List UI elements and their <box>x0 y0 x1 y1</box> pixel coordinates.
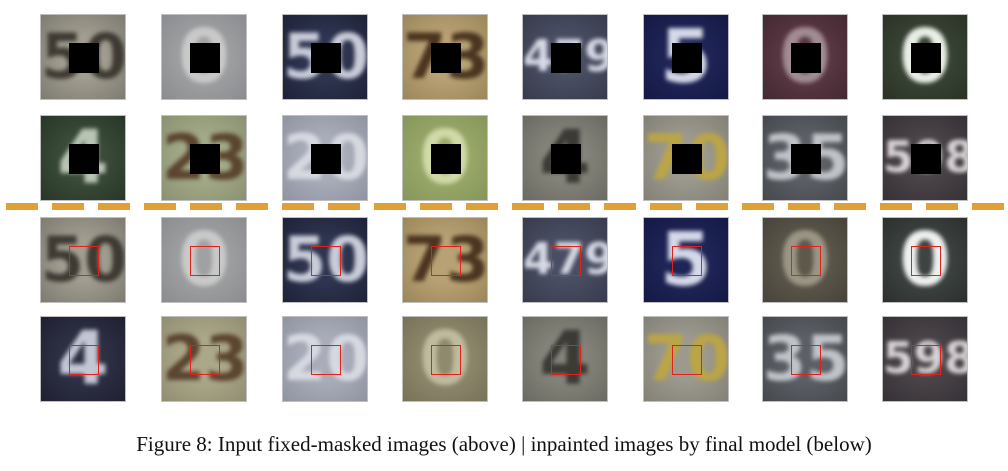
fixed-mask-square <box>69 144 99 174</box>
tile-background <box>644 317 728 401</box>
inpainted-image-tile: 4 <box>40 316 126 402</box>
inpainted-image-tile: 50 <box>282 217 368 303</box>
house-number-digits: 4 <box>57 316 109 402</box>
masked-image-tile: 4 <box>40 115 126 201</box>
inpainted-region-box <box>431 345 461 375</box>
masked-image-tile: 5 <box>643 14 729 100</box>
tile-background <box>883 317 967 401</box>
inpainted-image-tile: 0 <box>882 217 968 303</box>
masked-image-tile: 73 <box>402 14 488 100</box>
figure-caption: Figure 8: Input fixed-masked images (abo… <box>136 432 872 456</box>
fixed-mask-square <box>551 144 581 174</box>
fixed-mask-square <box>672 144 702 174</box>
masked-image-tile: 70 <box>643 115 729 201</box>
house-number-digits: 50 <box>41 223 126 296</box>
inpainted-region-box <box>672 246 702 276</box>
tile-background <box>162 317 246 401</box>
inpainted-region-box <box>791 345 821 375</box>
inpainted-image-tile: 23 <box>161 316 247 402</box>
tile-background <box>883 218 967 302</box>
inpainted-region-box <box>911 345 941 375</box>
fixed-mask-square <box>431 43 461 73</box>
fixed-mask-square <box>791 43 821 73</box>
inpainted-region-box <box>311 345 341 375</box>
inpainted-region-box <box>190 246 220 276</box>
fixed-mask-square <box>311 43 341 73</box>
fixed-mask-square <box>672 43 702 73</box>
fixed-mask-square <box>791 144 821 174</box>
house-number-digits: 0 <box>899 217 951 303</box>
masked-image-tile: 0 <box>161 14 247 100</box>
inpainted-region-box <box>69 246 99 276</box>
fixed-mask-square <box>190 43 220 73</box>
house-number-digits: 479 <box>523 234 608 285</box>
masked-image-tile: 0 <box>762 14 848 100</box>
tile-background <box>763 317 847 401</box>
fixed-mask-square <box>551 43 581 73</box>
inpainted-region-box <box>69 345 99 375</box>
inpainted-image-tile: 35 <box>762 316 848 402</box>
inpainted-image-tile: 20 <box>282 316 368 402</box>
inpainted-image-tile: 70 <box>643 316 729 402</box>
tile-background <box>644 218 728 302</box>
inpainted-region-box <box>431 246 461 276</box>
house-number-digits: 70 <box>644 322 729 395</box>
inpainted-image-tile: 73 <box>402 217 488 303</box>
inpainted-region-box <box>791 246 821 276</box>
dashed-separator <box>6 203 1004 210</box>
masked-image-tile: 0 <box>882 14 968 100</box>
tile-background <box>763 218 847 302</box>
inpainted-region-box <box>911 246 941 276</box>
tile-background <box>403 317 487 401</box>
house-number-digits: 20 <box>283 322 368 395</box>
masked-image-tile: 20 <box>282 115 368 201</box>
house-number-digits: 4 <box>539 316 591 402</box>
fixed-mask-square <box>190 144 220 174</box>
house-number-digits: 50 <box>283 223 368 296</box>
fixed-mask-square <box>311 144 341 174</box>
masked-image-tile: 0 <box>402 115 488 201</box>
inpainted-region-box <box>551 246 581 276</box>
masked-image-tile: 479 <box>522 14 608 100</box>
house-number-digits: 35 <box>763 322 848 395</box>
inpainted-image-tile: 50 <box>40 217 126 303</box>
inpainted-image-tile: 479 <box>522 217 608 303</box>
house-number-digits: 598 <box>883 333 968 384</box>
masked-image-tile: 50 <box>40 14 126 100</box>
fixed-mask-square <box>911 43 941 73</box>
fixed-mask-square <box>69 43 99 73</box>
inpainted-region-box <box>551 345 581 375</box>
house-number-digits: 0 <box>419 316 471 402</box>
house-number-digits: 0 <box>178 217 230 303</box>
inpainted-region-box <box>190 345 220 375</box>
tile-background <box>523 218 607 302</box>
tile-background <box>523 317 607 401</box>
fixed-mask-square <box>431 144 461 174</box>
tile-background <box>41 218 125 302</box>
masked-image-tile: 4 <box>522 115 608 201</box>
tile-background <box>283 218 367 302</box>
inpainted-image-tile: 4 <box>522 316 608 402</box>
house-number-digits: 0 <box>779 217 831 303</box>
fixed-mask-square <box>911 144 941 174</box>
inpainted-image-tile: 5 <box>643 217 729 303</box>
inpainted-image-tile: 0 <box>161 217 247 303</box>
inpainted-region-box <box>672 345 702 375</box>
tile-background <box>41 317 125 401</box>
masked-image-tile: 35 <box>762 115 848 201</box>
tile-background <box>162 218 246 302</box>
inpainted-region-box <box>311 246 341 276</box>
inpainted-image-tile: 598 <box>882 316 968 402</box>
masked-image-tile: 598 <box>882 115 968 201</box>
house-number-digits: 23 <box>162 322 247 395</box>
house-number-digits: 73 <box>403 223 488 296</box>
tile-background <box>283 317 367 401</box>
inpainted-image-tile: 0 <box>762 217 848 303</box>
tile-background <box>403 218 487 302</box>
masked-image-tile: 50 <box>282 14 368 100</box>
inpainted-image-tile: 0 <box>402 316 488 402</box>
house-number-digits: 5 <box>660 217 712 303</box>
masked-image-tile: 23 <box>161 115 247 201</box>
